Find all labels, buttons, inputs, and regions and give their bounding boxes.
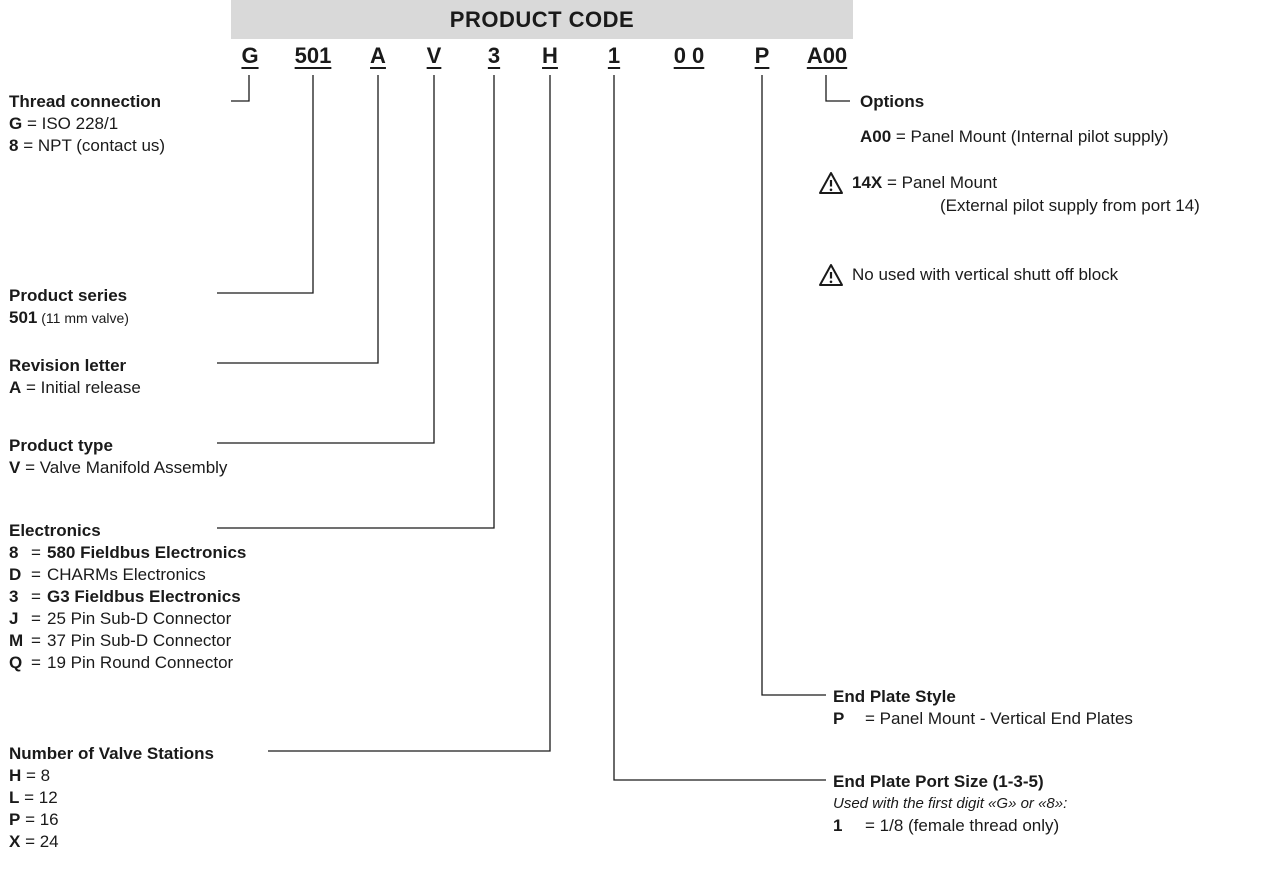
connector-end-plate [761, 75, 826, 696]
connector-port-size [613, 75, 826, 781]
list-item: 501 (11 mm valve) [9, 308, 129, 327]
thread-title: Thread connection [9, 92, 162, 111]
code-segment-port-size: 1 [607, 43, 621, 68]
list-item: P = 16 [9, 810, 59, 829]
electronics-title: Electronics [9, 521, 101, 540]
warning-icon [819, 172, 843, 194]
warning-icon [819, 264, 843, 286]
connector-revision [217, 75, 379, 364]
type-title: Product type [9, 436, 113, 455]
list-item: 8=580 Fieldbus Electronics [9, 543, 247, 562]
option-14x: 14X = Panel Mount [852, 173, 998, 192]
end-plate-style-section: End Plate Style P= Panel Mount - Vertica… [833, 686, 1133, 730]
list-item: Q=19 Pin Round Connector [9, 653, 234, 672]
code-segment-thread: G [241, 43, 259, 68]
list-item: 1= 1/8 (female thread only) [833, 816, 1060, 835]
list-item: 8 = NPT (contact us) [9, 136, 166, 155]
connector-series [217, 75, 314, 294]
code-segment-zeros: 0 0 [673, 43, 705, 68]
list-item: X = 24 [9, 832, 59, 851]
type-section: Product type V = Valve Manifold Assembly [9, 435, 227, 479]
option-warning-text: No used with vertical shutt off block [852, 265, 1119, 284]
end-plate-port-title: End Plate Port Size (1-3-5) [833, 772, 1044, 791]
list-item: 3=G3 Fieldbus Electronics [9, 587, 241, 606]
code-segment-revision: A [370, 43, 386, 68]
code-segment-type: V [426, 43, 442, 68]
list-item: G = ISO 228/1 [9, 114, 119, 133]
connector-thread [231, 75, 250, 102]
code-segment-series: 501 [294, 43, 332, 68]
series-section: Product series 501 (11 mm valve) [9, 285, 129, 329]
list-item: L = 12 [9, 788, 58, 807]
option-a00: A00 = Panel Mount (Internal pilot supply… [860, 127, 1169, 146]
end-plate-port-section: End Plate Port Size (1-3-5) Used with th… [833, 771, 1067, 837]
end-plate-style-title: End Plate Style [833, 687, 956, 706]
list-item: H = 8 [9, 766, 51, 785]
thread-section: Thread connection G = ISO 228/1 8 = NPT … [9, 91, 165, 157]
electronics-section: Electronics 8=580 Fieldbus Electronics D… [9, 520, 246, 674]
product-code-header: PRODUCT CODE [231, 0, 853, 39]
revision-section: Revision letter A = Initial release [9, 355, 141, 399]
options-title: Options [860, 92, 925, 111]
code-segment-options: A00 [806, 43, 848, 68]
connector-stations [268, 75, 551, 752]
stations-section: Number of Valve Stations H = 8 L = 12 P … [9, 743, 214, 853]
code-segment-end-plate: P [754, 43, 770, 68]
series-title: Product series [9, 286, 128, 305]
option-14x-detail: (External pilot supply from port 14) [940, 196, 1200, 215]
list-item: J=25 Pin Sub-D Connector [9, 609, 232, 628]
list-item: V = Valve Manifold Assembly [9, 458, 228, 477]
end-plate-port-subtitle: Used with the first digit «G» or «8»: [833, 795, 1068, 812]
stations-title: Number of Valve Stations [9, 744, 214, 763]
list-item: D=CHARMs Electronics [9, 565, 206, 584]
code-segment-electronics: 3 [487, 43, 501, 68]
list-item: M=37 Pin Sub-D Connector [9, 631, 232, 650]
connector-type [217, 75, 435, 444]
list-item: A = Initial release [9, 378, 141, 397]
connector-electronics [217, 75, 495, 529]
list-item: P= Panel Mount - Vertical End Plates [833, 709, 1133, 728]
code-segment-stations: H [542, 43, 558, 68]
revision-title: Revision letter [9, 356, 127, 375]
connector-options [825, 75, 850, 102]
